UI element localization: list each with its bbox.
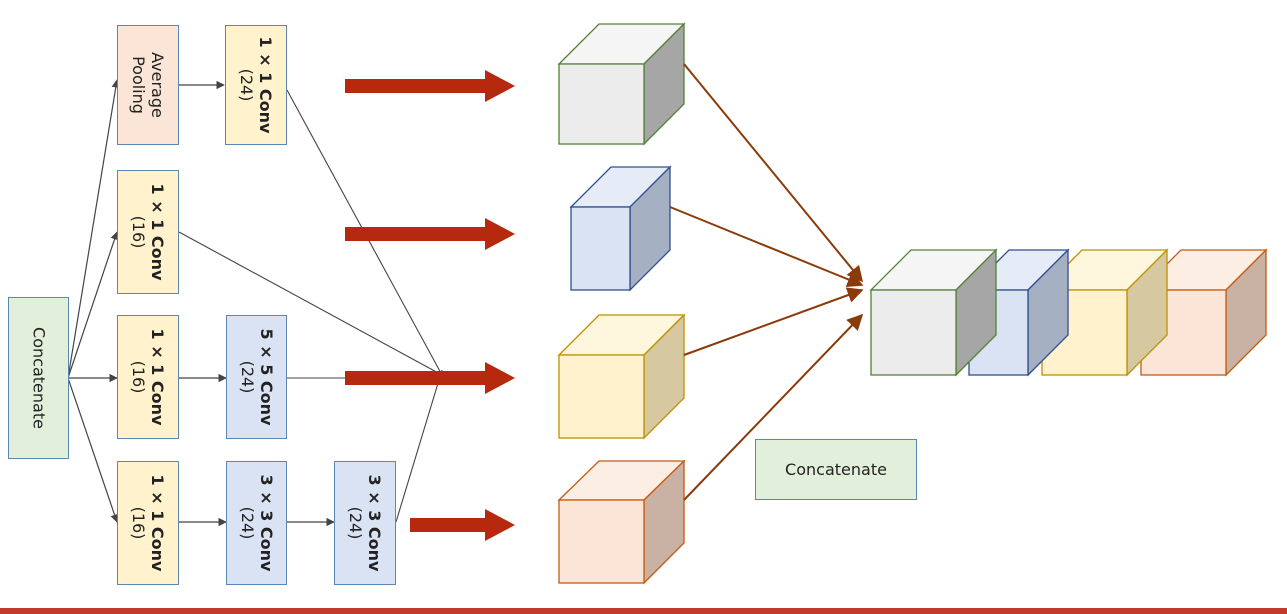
concat-block-grey xyxy=(869,248,998,377)
pooling-line1: Average xyxy=(148,52,167,118)
feature-map-grey xyxy=(557,22,686,146)
red-arrow-4 xyxy=(410,509,515,541)
b4-conv2-node: 3 × 3 Conv (24) xyxy=(226,461,287,585)
edge-concat-to-b2 xyxy=(67,231,119,379)
b4-conv2-line2: (24) xyxy=(237,506,257,540)
pool-conv-line1: 1 × 1 Conv xyxy=(256,36,275,134)
feature-map-blue xyxy=(569,165,672,292)
pooling-line2: Pooling xyxy=(129,56,148,114)
feature-map-pink xyxy=(557,459,686,585)
b4-conv3-line2: (24) xyxy=(346,506,365,540)
average-pooling-node: Average Pooling xyxy=(117,25,179,145)
b2-conv-line2: (16) xyxy=(129,215,148,249)
b4-conv1-node: 1 × 1 Conv (16) xyxy=(117,461,179,585)
b3-conv2-line2: (24) xyxy=(237,360,257,394)
pool-conv-line2: (24) xyxy=(237,68,256,102)
concatenate-input-label: Concatenate xyxy=(29,327,48,429)
edge-blue-to-concat xyxy=(669,206,864,287)
b3-conv2-line1: 5 × 5 Conv xyxy=(256,328,276,426)
b2-conv-line1: 1 × 1 Conv xyxy=(148,183,167,281)
red-arrow-2 xyxy=(345,218,515,250)
edge-concat-to-b4 xyxy=(67,377,119,523)
feature-map-yellow xyxy=(557,313,686,440)
b4-conv3-node: 3 × 3 Conv (24) xyxy=(334,461,396,585)
b4-conv1-line2: (16) xyxy=(129,506,148,540)
b3-conv2-node: 5 × 5 Conv (24) xyxy=(226,315,287,439)
b3-conv1-line1: 1 × 1 Conv xyxy=(148,328,167,426)
b3-conv1-node: 1 × 1 Conv (16) xyxy=(117,315,179,439)
pool-conv-node: 1 × 1 Conv (24) xyxy=(225,25,287,145)
edge-grey-to-concat xyxy=(683,63,864,283)
bottom-accent-bar xyxy=(0,608,1287,614)
b2-conv-node: 1 × 1 Conv (16) xyxy=(117,170,179,294)
edge-pink-to-concat xyxy=(683,313,864,501)
red-arrow-1 xyxy=(345,70,515,102)
b4-conv1-line1: 1 × 1 Conv xyxy=(148,474,167,572)
concatenate-output-label: Concatenate xyxy=(755,439,917,500)
edge-b2-out xyxy=(178,231,443,376)
red-arrow-3 xyxy=(345,362,515,394)
edge-b4-out xyxy=(395,369,443,523)
concatenate-input-node: Concatenate xyxy=(8,297,69,459)
edge-yellow-to-concat xyxy=(683,287,864,356)
b4-conv2-line1: 3 × 3 Conv xyxy=(256,474,276,572)
edge-concat-to-pool xyxy=(67,79,120,379)
b3-conv1-line2: (16) xyxy=(129,360,148,394)
b4-conv3-line1: 3 × 3 Conv xyxy=(365,474,384,572)
